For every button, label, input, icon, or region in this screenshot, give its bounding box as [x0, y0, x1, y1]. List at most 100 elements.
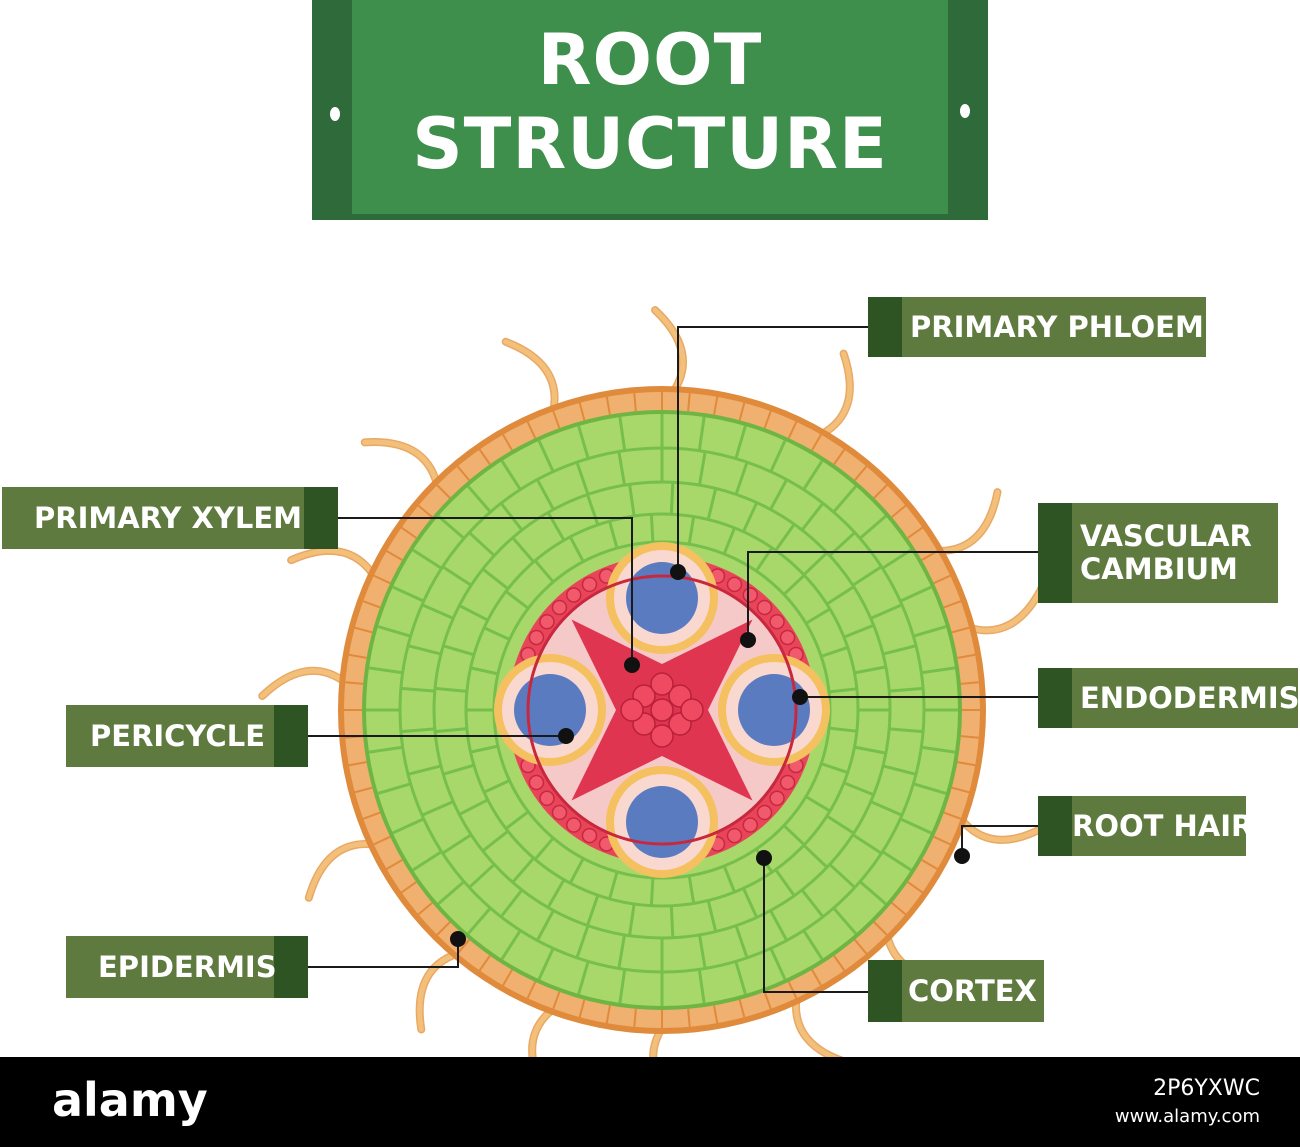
epidermis-cell-wall [578, 402, 586, 421]
cortex-cell-wall [722, 527, 736, 555]
epidermis-cell-wall [633, 1008, 637, 1027]
epidermis-cell-wall [362, 811, 381, 820]
leader-dot [740, 632, 756, 648]
leader-epidermis [308, 939, 459, 968]
cortex-cell-wall [769, 947, 787, 980]
label-tab [1038, 503, 1072, 603]
cortex-cell-wall [500, 929, 522, 960]
cortex-cell-wall [820, 645, 849, 658]
cortex-cell-wall [734, 960, 747, 995]
cortex-cell-wall [854, 745, 887, 755]
cortex-cell-wall [649, 877, 655, 906]
epidermis-cell-wall [921, 859, 938, 870]
leader-dot [792, 689, 808, 705]
endodermis-cell [742, 817, 759, 833]
epidermis-cell-wall [633, 393, 637, 412]
cortex-cell-wall [697, 969, 706, 1004]
epidermis-cell-wall [373, 574, 391, 585]
cortex-cell-wall [734, 925, 749, 959]
cortex-cell-wall [467, 907, 492, 935]
endodermis-cell [726, 576, 743, 593]
cortex-cell-wall [608, 520, 619, 549]
cortex-cell-wall [782, 824, 806, 846]
cortex-cell-wall [470, 666, 499, 676]
xylem-cell [620, 698, 644, 722]
epidermis-cell-wall [502, 969, 513, 986]
cortex-cell-wall [832, 907, 857, 935]
label-tab [1038, 668, 1072, 728]
cortex-cell-wall [468, 863, 496, 889]
epidermis-cell-wall [354, 626, 373, 634]
cortex-cell-wall [854, 665, 887, 675]
cortex-cell-wall [483, 779, 511, 794]
cortex-cell-wall [400, 727, 435, 734]
xylem-cell [650, 672, 674, 696]
cortex-cell-wall [912, 782, 947, 795]
epidermis-cell-wall [833, 448, 846, 465]
epidermis-cell-wall [687, 393, 691, 412]
cortex-cell-wall [669, 482, 675, 515]
endodermis-cell [769, 790, 785, 807]
epidermis-cell-wall [386, 550, 403, 561]
cortex-cell-wall [499, 889, 524, 918]
phloem-top [626, 562, 698, 634]
leader-dot [756, 850, 772, 866]
epidermis-cell-wall [907, 881, 924, 894]
root-hair [259, 668, 348, 699]
cortex-cell-wall [843, 781, 875, 797]
root-hair [306, 841, 377, 901]
epidermis-cell-wall [552, 991, 561, 1010]
watermark-logo: alamy [52, 1073, 208, 1127]
leader-primary-phloem [677, 326, 868, 572]
cortex-cell-wall [820, 762, 849, 775]
cortex-cell-wall [921, 666, 956, 675]
cortex-cell-wall [458, 798, 489, 816]
cortex-cell-wall [412, 548, 443, 570]
cortex-cell-wall [774, 523, 796, 552]
endodermis-cell [756, 599, 773, 616]
cortex-cell-wall [533, 837, 555, 861]
root-hair [650, 1025, 665, 1057]
cortex-cell-wall [511, 536, 535, 563]
endodermis-cell [726, 827, 743, 844]
leader-cortex [763, 858, 868, 993]
cortex-cell-wall [899, 585, 932, 603]
label-tab [274, 705, 308, 767]
endodermis-cell [565, 587, 582, 603]
cortex-cell-wall [628, 903, 636, 936]
epidermis-cell-wall [552, 410, 561, 429]
epidermis-cell-wall [348, 653, 367, 659]
epidermis-cell-wall [933, 835, 951, 846]
cortex-cell-wall [889, 686, 924, 693]
epidermis-cell-wall [873, 484, 888, 499]
cortex-cell-wall [481, 567, 509, 591]
cortex-cell-wall [407, 764, 442, 776]
title-banner-face [352, 0, 948, 214]
cortex-cell-wall [618, 416, 627, 451]
epidermis-cell-wall [386, 859, 403, 870]
page-title: ROOT STRUCTURE [352, 18, 948, 186]
cortex-cell-wall [805, 795, 831, 813]
cortex-cell-wall [698, 934, 707, 969]
xylem-cell [680, 698, 704, 722]
cortex-cell-wall [826, 585, 855, 606]
epidermis-cell-wall [891, 902, 907, 916]
cortex-cell-wall [742, 501, 759, 533]
cortex-cell-wall [434, 686, 468, 693]
cortex-cell-wall [628, 484, 636, 517]
cortex-cell-wall [802, 551, 829, 576]
cortex-cell-wall [734, 425, 747, 460]
leader-primary-xylem [338, 517, 633, 665]
endodermis-cell [779, 629, 796, 646]
phloem-right [738, 674, 810, 746]
epidermis-cell-wall [943, 811, 962, 820]
label-text: PRIMARY PHLOEM [910, 309, 1204, 344]
epidermis-cell-wall [362, 600, 381, 609]
cortex-cell-wall [859, 880, 887, 905]
cortex-cell-wall [649, 514, 655, 543]
epidermis-cell-wall [763, 410, 772, 429]
title-banner: ROOT STRUCTURE [312, 0, 988, 220]
label-cortex: CORTEX [868, 960, 1044, 1022]
leader-root-hair [961, 825, 1038, 856]
cortex-cell-wall [511, 857, 535, 884]
